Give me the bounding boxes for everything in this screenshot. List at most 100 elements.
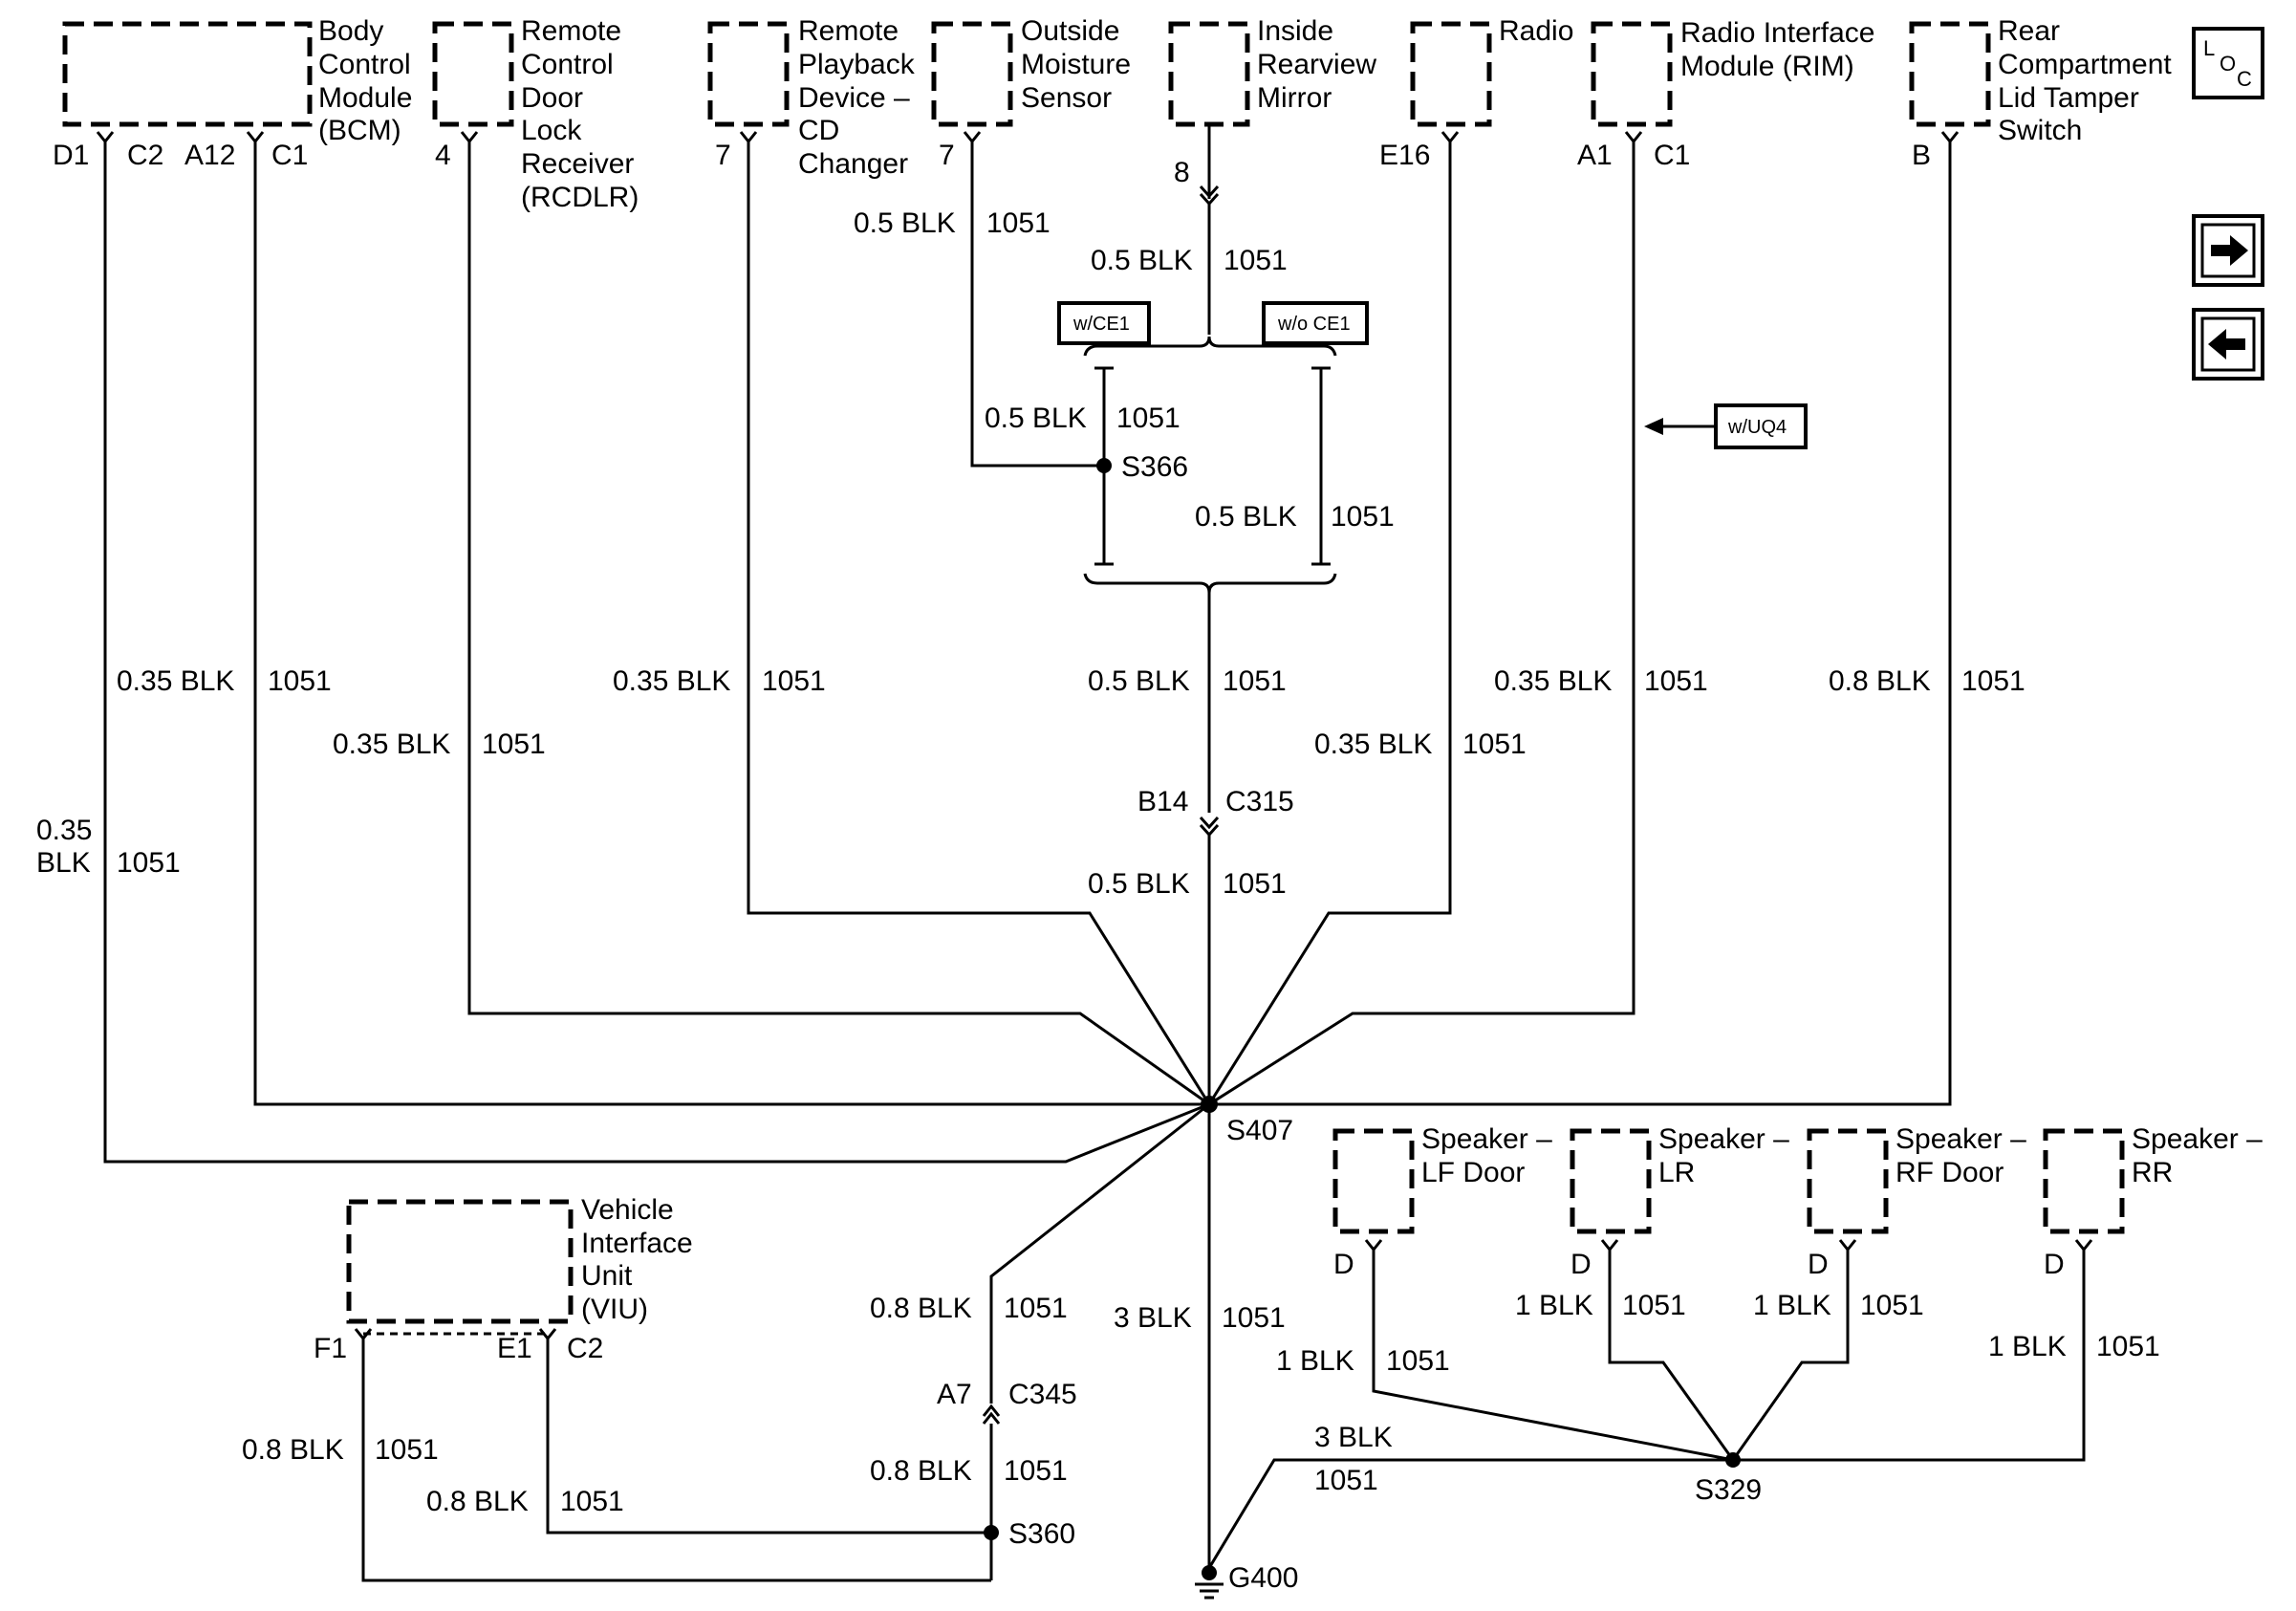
pin-label: A1 [1577,140,1613,171]
wire-size-label: 0.5 BLK [1088,665,1190,697]
circuit-label: 1051 [2096,1331,2160,1362]
wire-size-label: 3 BLK [1314,1422,1393,1453]
splice-label: S366 [1121,451,1188,483]
wire-size-label: 3 BLK [1114,1302,1192,1334]
bcm-box [62,21,313,127]
svg-text:w/CE1: w/CE1 [1072,314,1130,335]
pin-label: D [1570,1249,1592,1280]
previous-page-arrow-icon[interactable] [2192,308,2264,381]
circuit-label: 1051 [1314,1465,1378,1496]
mirror-box [1168,21,1250,127]
speaker-rf-box [1807,1128,1889,1234]
cd-changer-box [707,21,790,127]
wire-size-label: 0.8 BLK [870,1455,972,1487]
splice-label: S360 [1008,1518,1075,1550]
speaker-rr-box [2043,1128,2125,1234]
viu-box [346,1199,574,1324]
circuit-label: 1051 [1222,1302,1286,1334]
circuit-label: 1051 [1386,1345,1450,1377]
wire-size-label: 1 BLK [1515,1290,1593,1321]
connector-label: A7 [937,1379,972,1410]
circuit-label: 1051 [1223,665,1287,697]
ground-icon [1195,1565,1224,1600]
rim-box [1591,21,1673,127]
wires [103,124,2086,1582]
pin-label: C1 [1654,140,1690,171]
circuit-label: 1051 [560,1486,624,1517]
wire-size-label: 0.8 BLK [1829,665,1931,697]
moisture-sensor-box [931,21,1013,127]
wire-size-label: 0.8 BLK [870,1293,972,1324]
pin-label: C2 [567,1333,603,1364]
wire-size-label: 0.35 BLK [1494,665,1612,697]
speaker-rf-label: Speaker –RF Door [1895,1123,2026,1188]
radio-box [1410,21,1492,127]
wire-size-label: 0.35 BLK [613,665,730,697]
rcdlr-box [432,21,514,127]
svg-text:w/UQ4: w/UQ4 [1727,417,1787,438]
circuit-label: 1051 [117,847,181,879]
wire-labels: 0.5 BLK 1051 0.5 BLK 1051 0.5 BLK 1051 0… [36,207,2160,1517]
loc-icon[interactable]: L O C [2192,27,2264,99]
pin-label: E16 [1379,140,1430,171]
option-box-with-uq4: w/UQ4 [1644,403,1808,449]
wire-size-label: 1 BLK [1276,1345,1354,1377]
option-box-without-ce1: w/o CE1 [1262,301,1369,345]
wire-size-label: 0.8 BLK [426,1486,529,1517]
wire-size-label: 0.8 BLK [242,1434,344,1466]
splice-s360-dot [984,1525,999,1540]
wire-size-label: 0.35 BLK [333,729,450,760]
splice-s329-dot [1725,1452,1741,1468]
pin-label: D1 [53,140,89,171]
circuit-label: 1051 [1644,665,1708,697]
pin-label: F1 [314,1333,347,1364]
circuit-label: 1051 [1860,1290,1924,1321]
wire-size-label: BLK [36,847,91,879]
circuit-label: 1051 [268,665,332,697]
connector-label: C315 [1225,786,1294,817]
circuit-label: 1051 [482,729,546,760]
circuit-label: 1051 [986,207,1051,239]
circuit-label: 1051 [1462,729,1527,760]
splice-label: S329 [1695,1474,1762,1506]
pin-label: C1 [271,140,308,171]
wire-size-label: 0.5 BLK [854,207,956,239]
circuit-label: 1051 [1622,1290,1686,1321]
svg-text:O: O [2220,52,2236,76]
circuit-label: 1051 [1331,501,1395,533]
svg-text:w/o CE1: w/o CE1 [1277,314,1351,335]
splice-label: S407 [1226,1115,1293,1146]
wire-size-label: 0.5 BLK [1195,501,1297,533]
pin-label: E1 [497,1333,532,1364]
speaker-rr-label: Speaker –RR [2132,1123,2263,1188]
pin-label: B [1912,140,1931,171]
circuit-label: 1051 [762,665,826,697]
next-page-arrow-icon[interactable] [2192,214,2264,287]
radio-label: Radio [1499,15,1573,47]
splice-s407-dot [1201,1096,1218,1113]
speaker-lf-label: Speaker –LF Door [1421,1123,1552,1188]
speaker-lf-box [1332,1128,1415,1234]
circuit-label: 1051 [1224,245,1288,276]
wire-size-label: 1 BLK [1988,1331,2067,1362]
pin-label: D [2044,1249,2065,1280]
pin-label: 7 [715,140,731,171]
splice-s366-dot [1096,458,1112,473]
speaker-lr-label: Speaker –LR [1658,1123,1789,1188]
wire-size-label: 0.35 BLK [117,665,234,697]
wire-size-label: 0.5 BLK [985,403,1087,434]
speaker-lr-box [1570,1128,1652,1234]
circuit-label: 1051 [1004,1293,1068,1324]
wire-size-label: 0.5 BLK [1088,868,1190,900]
wire-size-label: 0.5 BLK [1091,245,1193,276]
svg-text:L: L [2203,36,2215,60]
pin-label: A12 [184,140,235,171]
wire-size-label: 0.35 BLK [1314,729,1432,760]
